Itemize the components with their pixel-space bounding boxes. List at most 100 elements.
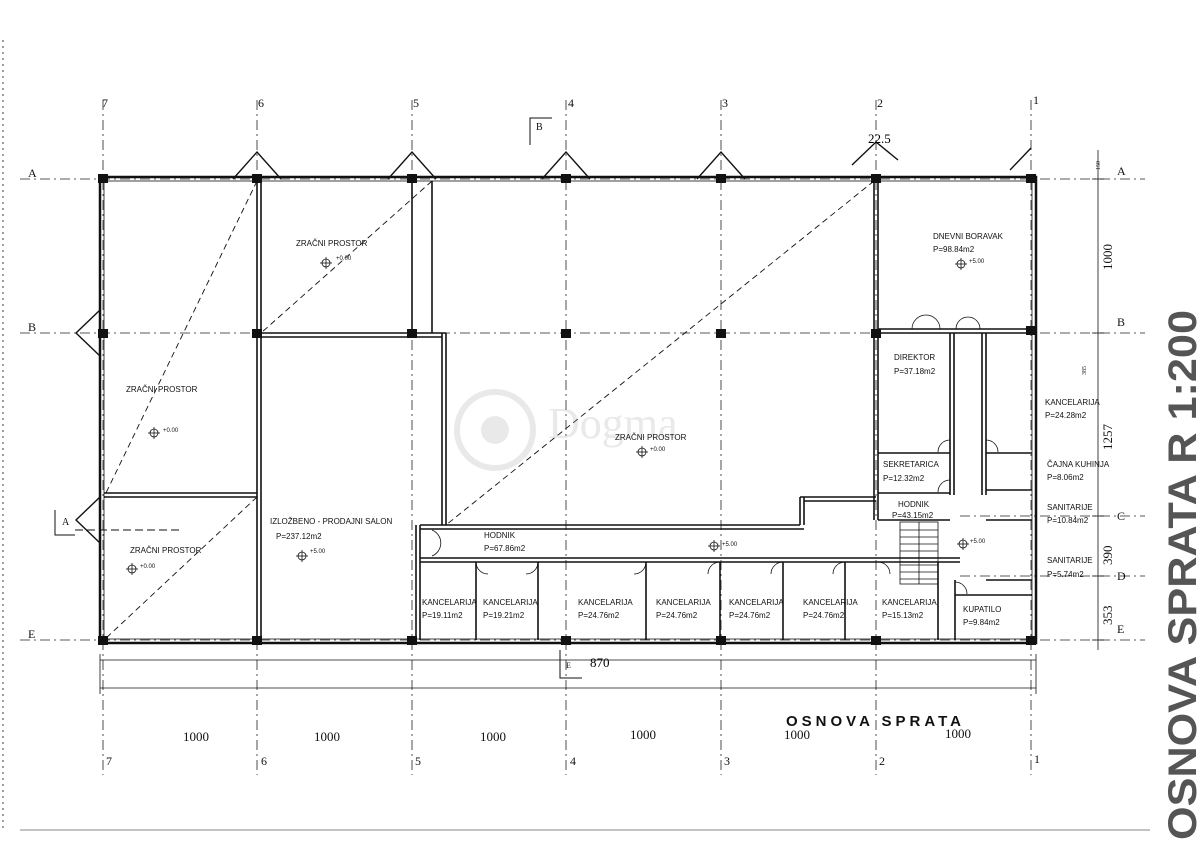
bay-dim-4: 1000	[630, 727, 656, 742]
plan-title: OSNOVA SPRATA R 1:200	[1161, 310, 1200, 840]
svg-text:P=19.21m2: P=19.21m2	[483, 611, 525, 620]
room-void-4: ZRAČNI PROSTOR +0.00	[130, 546, 202, 570]
room-salon: IZLOŽBENO - PRODAJNI SALON P=237.12m2 +5…	[270, 517, 392, 555]
right-dim-353: 353	[1100, 606, 1115, 626]
svg-text:ČAJNA KUHINJA: ČAJNA KUHINJA	[1047, 460, 1110, 469]
svg-text:+0.00: +0.00	[140, 564, 156, 570]
svg-text:P=237.12m2: P=237.12m2	[276, 532, 322, 541]
watermark-text: Dogma	[548, 399, 678, 448]
room-corridor-2: HODNIK P=43.15m2 +5.00	[892, 500, 986, 545]
room-director: DIREKTOR P=37.18m2	[894, 353, 936, 376]
svg-text:KANCELARIJA: KANCELARIJA	[656, 598, 711, 607]
doors	[431, 314, 999, 595]
void-diagonals	[103, 180, 875, 641]
svg-text:+5.00: +5.00	[310, 549, 326, 555]
axis-top-4: 4	[568, 96, 574, 110]
room-office-6: KANCELARIJA P=24.76m2	[803, 598, 858, 620]
svg-text:P=37.18m2: P=37.18m2	[894, 367, 936, 376]
svg-text:P=24.76m2: P=24.76m2	[803, 611, 845, 620]
axis-bottom-1: 1	[1034, 752, 1040, 766]
svg-text:SANITARIJE: SANITARIJE	[1047, 556, 1093, 565]
bay-dim-1: 1000	[183, 729, 209, 744]
level-markers	[126, 257, 969, 575]
svg-text:KANCELARIJA: KANCELARIJA	[1045, 398, 1100, 407]
axis-top-1: 1	[1033, 93, 1039, 107]
room-office-right: KANCELARIJA P=24.28m2	[1045, 398, 1100, 420]
room-void-2: ZRAČNI PROSTOR +0.00	[126, 385, 198, 434]
svg-text:+5.00: +5.00	[970, 539, 986, 545]
bottom-dimension-line	[99, 654, 1037, 694]
bay-dim-5: 1000	[784, 727, 810, 742]
svg-text:P=12.32m2: P=12.32m2	[883, 474, 925, 483]
right-dim-385: 385	[1082, 366, 1088, 375]
room-office-1: KANCELARIJA P=19.11m2	[422, 598, 477, 620]
bay-dim-3: 1000	[480, 729, 506, 744]
svg-text:ZRAČNI PROSTOR: ZRAČNI PROSTOR	[126, 385, 198, 394]
room-living: DNEVNI BORAVAK P=98.84m2 +5.00	[933, 232, 1004, 265]
svg-text:P=24.76m2: P=24.76m2	[578, 611, 620, 620]
right-dim-150: 150	[1096, 161, 1102, 170]
axis-left-a: A	[28, 166, 37, 180]
axis-top-7: 7	[102, 96, 108, 110]
room-sanitary-1: SANITARIJE P=10.84m2	[1047, 503, 1093, 525]
svg-text:P=15.13m2: P=15.13m2	[882, 611, 924, 620]
svg-text:KANCELARIJA: KANCELARIJA	[483, 598, 538, 607]
svg-text:+0.00: +0.00	[336, 256, 352, 262]
axis-bottom-2: 2	[879, 754, 885, 768]
svg-text:P=24.28m2: P=24.28m2	[1045, 411, 1087, 420]
svg-text:P=98.84m2: P=98.84m2	[933, 245, 975, 254]
svg-text:P=24.76m2: P=24.76m2	[729, 611, 771, 620]
axis-right-a: A	[1117, 164, 1126, 178]
room-office-7: KANCELARIJA P=15.13m2	[882, 598, 937, 620]
svg-text:KANCELARIJA: KANCELARIJA	[422, 598, 477, 607]
svg-text:+5.00: +5.00	[969, 259, 985, 265]
svg-text:HODNIK: HODNIK	[898, 500, 930, 509]
svg-text:ZRAČNI PROSTOR: ZRAČNI PROSTOR	[296, 239, 368, 248]
watermark: Dogma	[454, 389, 678, 471]
svg-text:HODNIK: HODNIK	[484, 531, 516, 540]
window-bays	[74, 141, 1032, 544]
axis-bottom-6: 6	[261, 754, 267, 768]
svg-text:KANCELARIJA: KANCELARIJA	[578, 598, 633, 607]
axis-top-6: 6	[258, 96, 264, 110]
bay-dim-2: 1000	[314, 729, 340, 744]
axis-left-b: B	[28, 320, 36, 334]
svg-text:+5.00: +5.00	[722, 542, 738, 548]
svg-text:IZLOŽBENO - PRODAJNI SALON: IZLOŽBENO - PRODAJNI SALON	[270, 517, 392, 526]
axis-bottom-7: 7	[106, 754, 112, 768]
room-office-3: KANCELARIJA P=24.76m2	[578, 598, 633, 620]
right-dim-1000: 1000	[1100, 244, 1115, 270]
room-kitchen: ČAJNA KUHINJA P=8.06m2	[1047, 460, 1110, 482]
axis-top-3: 3	[722, 96, 728, 110]
section-a-label: A	[62, 517, 70, 528]
room-bathroom: KUPATILO P=9.84m2	[963, 605, 1001, 627]
axis-right-c: C	[1117, 509, 1125, 523]
svg-text:P=9.84m2: P=9.84m2	[963, 618, 1000, 627]
right-dim-1257: 1257	[1100, 424, 1115, 451]
dim-870: 870	[590, 655, 610, 670]
room-office-2: KANCELARIJA P=19.21m2	[483, 598, 538, 620]
room-labels: ZRAČNI PROSTOR +0.00 ZRAČNI PROSTOR +0.0…	[126, 232, 1110, 627]
svg-text:P=8.06m2: P=8.06m2	[1047, 473, 1084, 482]
room-sanitary-2: SANITARIJE P=5.74m2	[1047, 556, 1093, 579]
axis-bottom-5: 5	[415, 754, 421, 768]
horizontal-grid-lines	[20, 178, 1145, 641]
room-corridor-1: HODNIK P=67.86m2 +5.00	[484, 531, 738, 553]
svg-text:DIREKTOR: DIREKTOR	[894, 353, 935, 362]
axis-bottom-3: 3	[724, 754, 730, 768]
svg-text:P=5.74m2: P=5.74m2	[1047, 570, 1084, 579]
section-e-label: E	[566, 661, 571, 670]
svg-text:P=24.76m2: P=24.76m2	[656, 611, 698, 620]
right-dimension-line	[1092, 150, 1104, 650]
stairs	[899, 521, 939, 585]
svg-text:+0.00: +0.00	[163, 428, 179, 434]
svg-text:P=19.11m2: P=19.11m2	[422, 611, 463, 620]
axis-bottom-4: 4	[570, 754, 576, 768]
bay-dim-6: 1000	[945, 726, 971, 741]
room-office-4: KANCELARIJA P=24.76m2	[656, 598, 711, 620]
room-office-5: KANCELARIJA P=24.76m2	[729, 598, 784, 620]
section-b-label: B	[536, 122, 543, 133]
room-void-3: ZRAČNI PROSTOR +0.00	[615, 433, 687, 453]
svg-text:KUPATILO: KUPATILO	[963, 605, 1001, 614]
svg-text:P=67.86m2: P=67.86m2	[484, 544, 526, 553]
